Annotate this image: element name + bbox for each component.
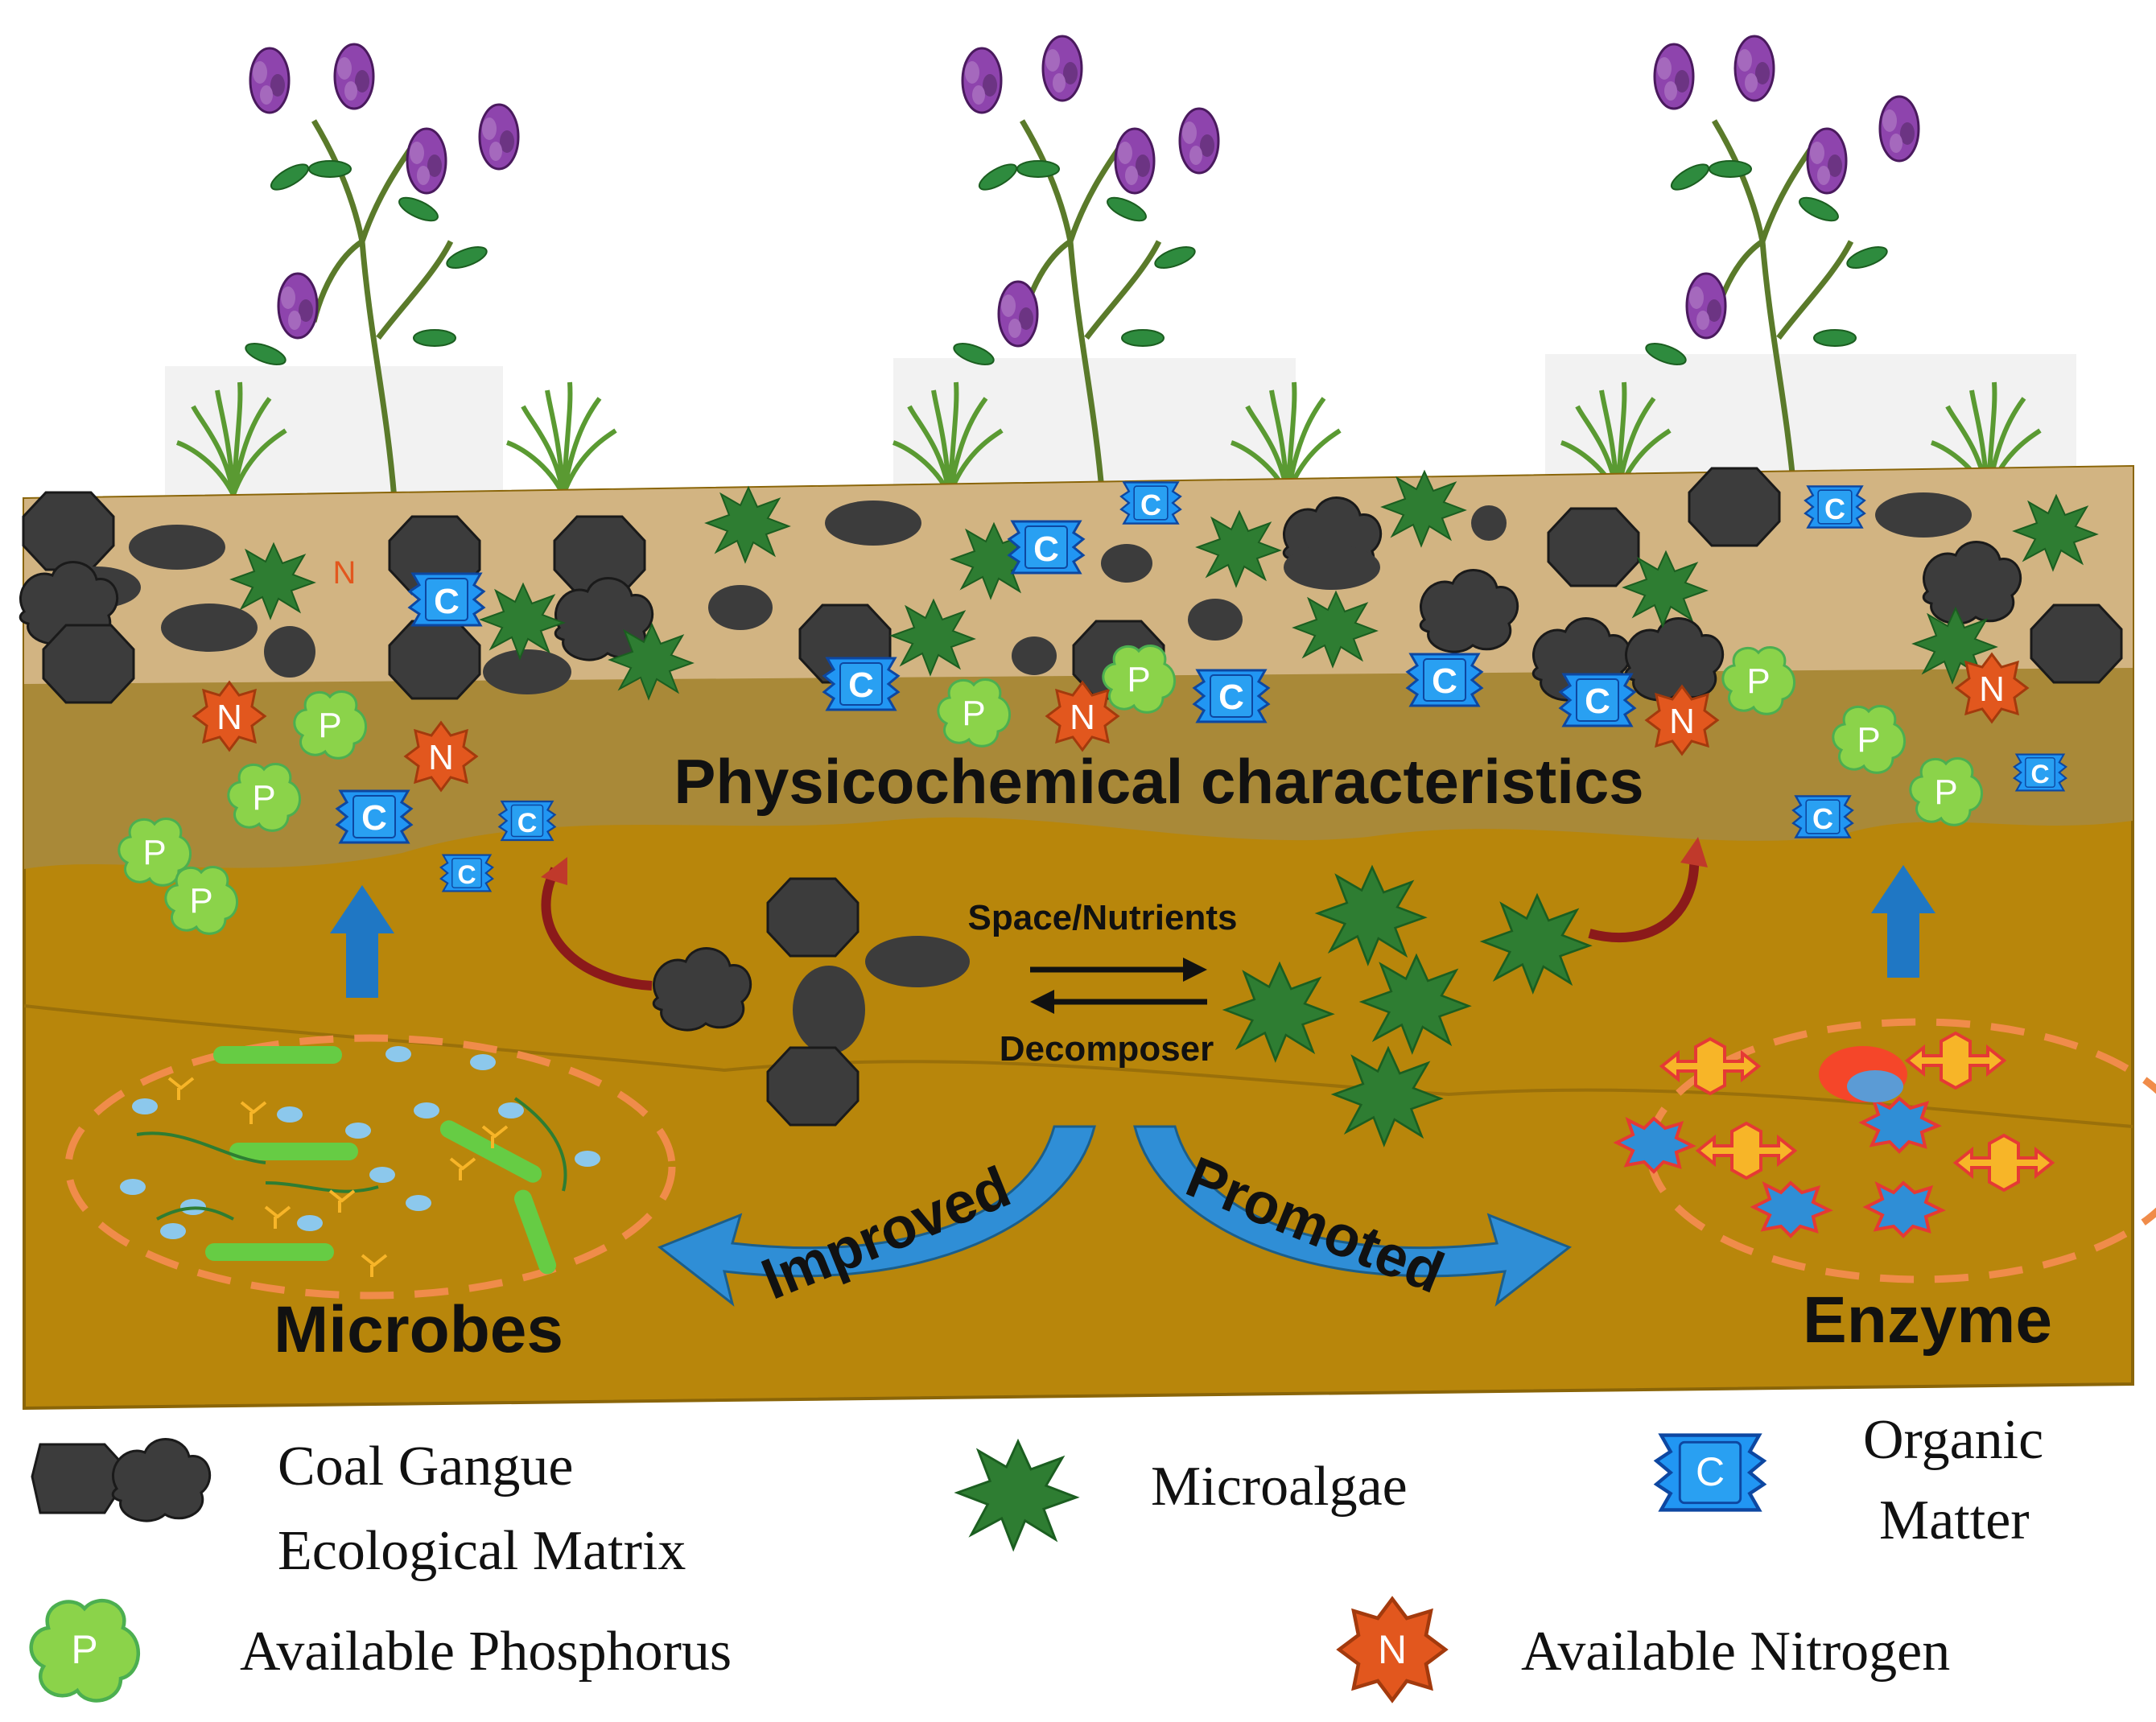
legend-phosphorus-label: Available Phosphorus bbox=[240, 1621, 732, 1683]
svg-text:C: C bbox=[1218, 678, 1244, 717]
legend-coal-label-line2: Ecological Matrix bbox=[278, 1520, 686, 1582]
improved-promoted-arrows bbox=[658, 1125, 1572, 1307]
legend-coal-label-line1: Coal Gangue bbox=[278, 1436, 573, 1497]
physicochemical-label: Physicochemical characteristics bbox=[674, 746, 1643, 817]
legend-microalgae-label: Microalgae bbox=[1151, 1456, 1408, 1518]
red-curved-arrows bbox=[541, 837, 1708, 991]
nitrogen-badge-labels: N N N N N N bbox=[216, 555, 2005, 777]
svg-text:P: P bbox=[142, 833, 166, 872]
svg-text:C: C bbox=[1033, 529, 1059, 569]
svg-text:N: N bbox=[428, 738, 454, 777]
svg-text:C: C bbox=[1824, 492, 1845, 525]
legend-microalgae-icon bbox=[956, 1440, 1078, 1551]
svg-text:N: N bbox=[1979, 669, 2005, 709]
center-coal-cluster bbox=[652, 877, 970, 1127]
svg-text:N: N bbox=[1070, 698, 1095, 737]
legend: Coal Gangue Ecological Matrix Microalgae… bbox=[31, 1409, 2043, 1700]
topsoil-coal-particles bbox=[19, 467, 2123, 704]
svg-text:C: C bbox=[1432, 661, 1457, 701]
enzyme-label: Enzyme bbox=[1803, 1283, 2052, 1357]
enzyme-cluster bbox=[1615, 1018, 2156, 1283]
svg-text:C: C bbox=[1140, 488, 1161, 521]
svg-text:N: N bbox=[216, 698, 242, 737]
svg-text:C: C bbox=[457, 860, 476, 889]
legend-coal-icon bbox=[31, 1438, 212, 1522]
exchange-arrows bbox=[1030, 958, 1207, 1014]
svg-text:P: P bbox=[252, 778, 275, 818]
legend-organic-label-line1: Organic bbox=[1863, 1409, 2043, 1471]
svg-text:C: C bbox=[361, 798, 387, 838]
svg-text:P: P bbox=[189, 881, 212, 921]
svg-text:P: P bbox=[962, 694, 985, 733]
legend-organic-label-line2: Matter bbox=[1879, 1489, 2030, 1551]
microbes-cluster bbox=[64, 1034, 676, 1300]
alfalfa-plants bbox=[242, 35, 1920, 500]
svg-text:C: C bbox=[2030, 760, 2049, 789]
legend-nitrogen-badge-letter: N bbox=[1378, 1627, 1407, 1672]
microbes-label: Microbes bbox=[274, 1293, 563, 1366]
svg-text:N: N bbox=[1669, 702, 1695, 741]
svg-text:P: P bbox=[1934, 772, 1957, 812]
svg-text:C: C bbox=[517, 808, 538, 838]
organic-matter-badge-labels: C C C C C C C C C C C C C bbox=[361, 488, 2049, 889]
svg-text:C: C bbox=[1812, 802, 1833, 835]
soil-profile bbox=[23, 464, 2134, 1411]
svg-text:N: N bbox=[333, 555, 357, 591]
svg-text:P: P bbox=[1127, 660, 1150, 699]
svg-text:C: C bbox=[434, 582, 460, 621]
svg-text:P: P bbox=[1746, 661, 1770, 701]
decomposer-label: Decomposer bbox=[1000, 1029, 1214, 1069]
phosphorus-badge-labels: P P P P P P P P P bbox=[142, 660, 1957, 921]
svg-text:P: P bbox=[1857, 720, 1880, 760]
legend-organic-badge-letter: C bbox=[1696, 1449, 1725, 1494]
svg-text:C: C bbox=[848, 665, 874, 705]
space-nutrients-label: Space/Nutrients bbox=[968, 898, 1238, 937]
legend-nitrogen-label: Available Nitrogen bbox=[1521, 1621, 1950, 1683]
svg-text:P: P bbox=[318, 706, 341, 745]
blue-up-arrows bbox=[330, 865, 1935, 998]
legend-phosphorus-badge-letter: P bbox=[71, 1627, 97, 1672]
svg-text:C: C bbox=[1585, 682, 1610, 721]
